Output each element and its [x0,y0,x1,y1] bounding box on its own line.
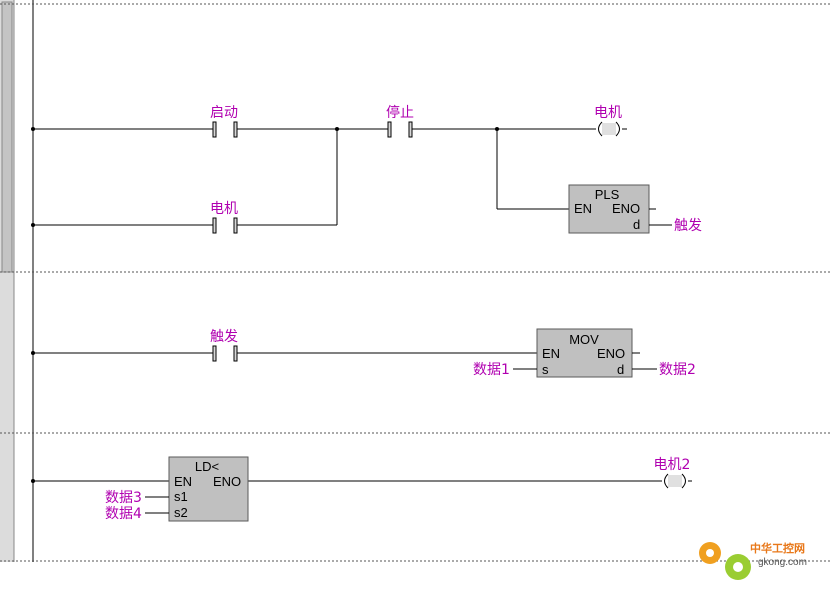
mov-block[interactable]: MOV EN ENO s d 数据1 数据2 [473,328,696,378]
mov-s-pin: s [542,362,549,377]
coil-motor[interactable]: 电机 [594,105,627,137]
contact-stop[interactable]: 停止 [386,104,414,138]
rung-1: 启动 停止 电机 电机 PLS EN ENO d [31,104,702,234]
gkong-watermark: 中华工控网 gkong.com [699,541,807,580]
ld-s1-var: 数据3 [105,490,142,506]
coil-motor2-label: 电机2 [654,457,691,473]
pls-d-pin: d [633,217,640,232]
watermark-en: gkong.com [758,557,807,568]
coil-motor2[interactable]: 电机2 [654,457,692,489]
rung-3: LD< EN ENO s1 s2 数据3 数据4 电机2 [31,456,692,522]
pls-eno-pin: ENO [612,201,640,216]
mov-eno-pin: ENO [597,346,625,361]
mov-block-name: MOV [569,332,599,347]
ld-block-name: LD< [195,459,219,474]
contact-motor[interactable]: 电机 [210,201,238,234]
contact-trigger[interactable]: 触发 [210,329,238,362]
mov-en-pin: EN [542,346,560,361]
watermark-cn: 中华工控网 [750,541,805,555]
mov-d-var: 数据2 [659,362,696,378]
pls-block[interactable]: PLS EN ENO d 触发 [568,184,702,234]
contact-trigger-label: 触发 [210,329,238,345]
ld-eno-pin: ENO [213,474,241,489]
ld-less-block[interactable]: LD< EN ENO s1 s2 数据3 数据4 [105,456,249,522]
gear-icon [699,542,751,580]
pls-d-var: 触发 [674,218,702,234]
contact-stop-label: 停止 [386,104,414,121]
rung-2: 触发 MOV EN ENO s d 数据1 数据2 [31,328,696,378]
mov-s-var: 数据1 [473,362,510,378]
mov-d-pin: d [617,362,624,377]
ld-s2-var: 数据4 [105,506,142,522]
ld-s2-pin: s2 [174,505,188,520]
contact-start-label: 启动 [210,105,238,121]
contact-motor-label: 电机 [210,201,238,217]
coil-motor-label: 电机 [594,105,622,121]
pls-en-pin: EN [574,201,592,216]
contact-start[interactable]: 启动 [210,105,238,138]
ld-s1-pin: s1 [174,489,188,504]
ld-en-pin: EN [174,474,192,489]
pls-block-name: PLS [595,187,620,202]
rung-marker-1[interactable] [1,1,13,273]
